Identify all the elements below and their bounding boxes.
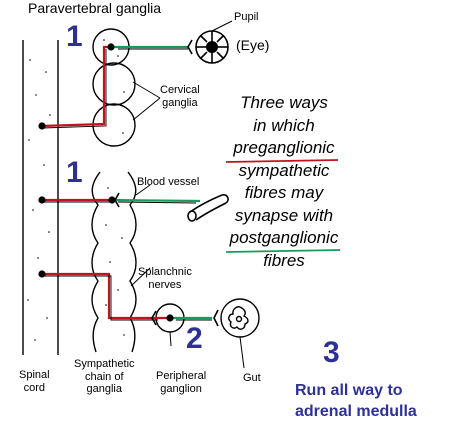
caption-line: fibres [263,250,305,270]
caption: Three ways in which preganglionic sympat… [222,92,346,272]
diagram-title: Paravertebral ganglia [28,0,162,16]
postganglionic-underline [225,249,341,253]
fibre-outlines [41,49,158,321]
number-2: 2 [186,322,203,355]
leader-lines [130,20,245,369]
caption-line-postganglionic: postganglionic [229,228,339,247]
caption-line: in which [253,115,315,135]
gut-icon [220,298,260,338]
gut-label: Gut [243,372,261,384]
caption-line: Three ways [240,93,328,112]
synapse-dots [38,43,174,322]
number-1-middle: 1 [66,156,83,189]
postganglionic-fibres [111,45,212,320]
caption-line: fibres may [244,183,324,202]
splanchnic-nerves-label: Splanchnic nerves [138,266,192,291]
spinal-cord [22,40,59,355]
number-3: 3 [323,336,340,369]
caption-line: synapse with [234,205,334,225]
spinal-cord-label: Spinal cord [19,369,50,394]
caption-line-preganglionic: preganglionic [233,138,335,157]
postganglionic-outlines [117,48,212,321]
preganglionic-underline [225,159,339,163]
blood-vessel-icon [187,194,229,222]
cervical-ganglia-label: Cervical ganglia [160,84,200,109]
blood-vessel-label: Blood vessel [137,176,200,188]
peripheral-ganglion-label: Peripheral ganglion [156,370,207,395]
number-1-top: 1 [66,20,83,53]
sympathetic-chain-label: Sympathetic chain of ganglia [74,358,135,396]
eye-pupil-icon [195,30,229,64]
pupil-label: Pupil [234,11,259,23]
eye-label: (Eye) [236,37,270,53]
adrenal-note: Run all way to adrenal medulla [295,382,417,420]
caption-line: sympathetic [238,160,330,180]
